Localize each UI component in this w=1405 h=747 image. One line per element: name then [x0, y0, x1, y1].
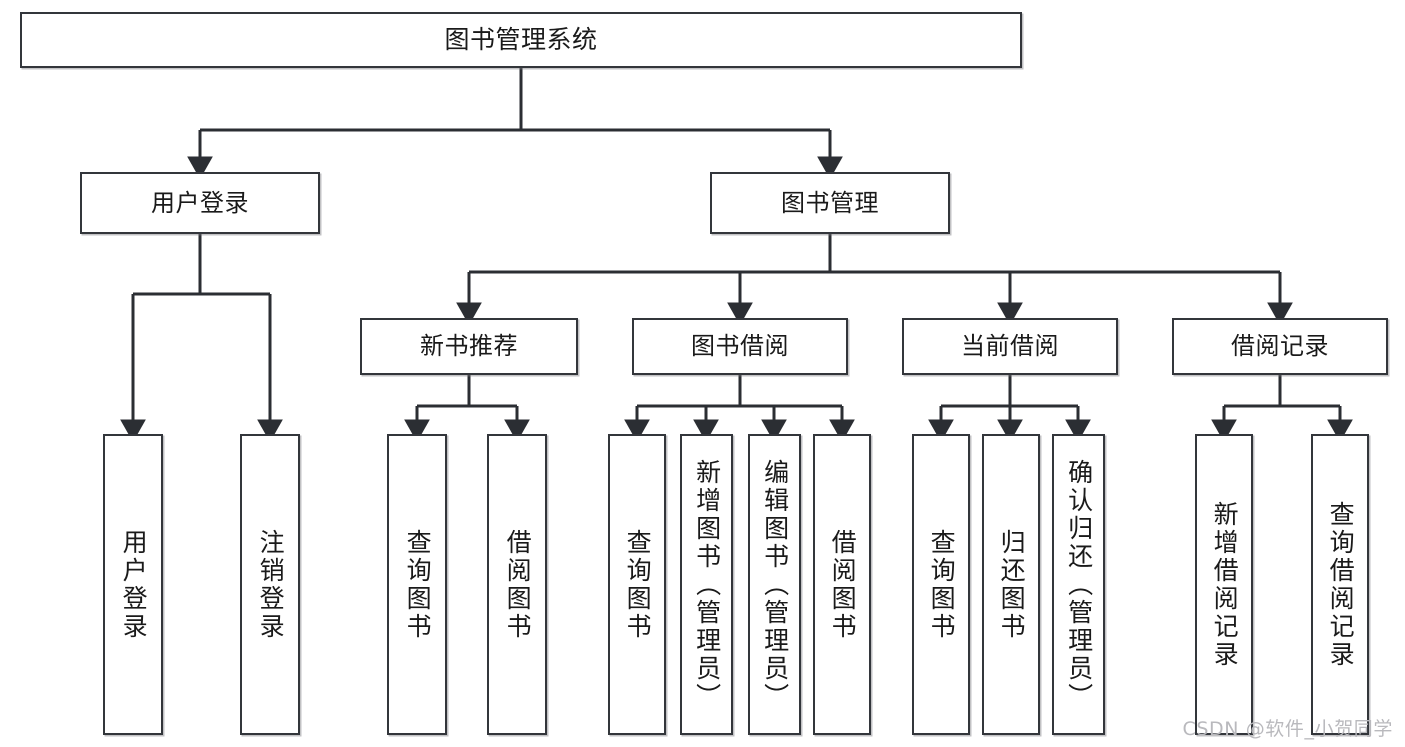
node-leaf-query-book-recommend-label: 查询图书: [403, 528, 433, 641]
node-leaf-return-book-label: 归还图书: [997, 528, 1027, 641]
node-leaf-add-record[interactable]: 新增借阅记录: [1195, 434, 1253, 735]
node-leaf-query-book-recommend[interactable]: 查询图书: [387, 434, 447, 735]
node-leaf-query-book-current-label: 查询图书: [927, 528, 957, 641]
node-leaf-edit-book-label: 编辑图书（管理员）: [760, 458, 790, 711]
node-leaf-borrow-book-borrow[interactable]: 借阅图书: [813, 434, 871, 735]
node-leaf-add-record-label: 新增借阅记录: [1210, 500, 1240, 669]
node-new-book-recommend[interactable]: 新书推荐: [360, 318, 578, 375]
node-leaf-borrow-book-recommend-label: 借阅图书: [503, 528, 533, 641]
node-leaf-query-record[interactable]: 查询借阅记录: [1311, 434, 1369, 735]
node-root[interactable]: 图书管理系统: [20, 12, 1022, 68]
node-leaf-add-book-label: 新增图书（管理员）: [692, 458, 722, 711]
node-book-manage[interactable]: 图书管理: [710, 172, 950, 234]
node-current-borrow-label: 当前借阅: [961, 332, 1059, 361]
node-leaf-query-book-borrow[interactable]: 查询图书: [608, 434, 666, 735]
node-leaf-logout-login[interactable]: 注销登录: [240, 434, 300, 735]
node-book-manage-label: 图书管理: [781, 188, 879, 217]
node-leaf-query-book-borrow-label: 查询图书: [623, 528, 653, 641]
node-leaf-user-login[interactable]: 用户登录: [103, 434, 163, 735]
node-user-login[interactable]: 用户登录: [80, 172, 320, 234]
node-borrow-record-label: 借阅记录: [1231, 332, 1329, 361]
node-new-book-recommend-label: 新书推荐: [420, 332, 518, 361]
node-leaf-return-book[interactable]: 归还图书: [982, 434, 1040, 735]
node-leaf-borrow-book-borrow-label: 借阅图书: [828, 528, 858, 641]
node-leaf-add-book[interactable]: 新增图书（管理员）: [680, 434, 733, 735]
node-leaf-confirm-return-label: 确认归还（管理员）: [1064, 458, 1094, 711]
node-leaf-borrow-book-recommend[interactable]: 借阅图书: [487, 434, 547, 735]
node-leaf-edit-book[interactable]: 编辑图书（管理员）: [748, 434, 801, 735]
node-book-borrow[interactable]: 图书借阅: [632, 318, 848, 375]
node-leaf-query-book-current[interactable]: 查询图书: [912, 434, 970, 735]
node-leaf-query-record-label: 查询借阅记录: [1326, 500, 1356, 669]
node-borrow-record[interactable]: 借阅记录: [1172, 318, 1388, 375]
node-leaf-confirm-return[interactable]: 确认归还（管理员）: [1052, 434, 1105, 735]
node-current-borrow[interactable]: 当前借阅: [902, 318, 1118, 375]
node-leaf-user-login-label: 用户登录: [119, 528, 149, 641]
node-user-login-label: 用户登录: [151, 188, 249, 217]
node-book-borrow-label: 图书借阅: [691, 332, 789, 361]
node-root-label: 图书管理系统: [444, 25, 598, 55]
node-leaf-logout-login-label: 注销登录: [256, 528, 286, 641]
